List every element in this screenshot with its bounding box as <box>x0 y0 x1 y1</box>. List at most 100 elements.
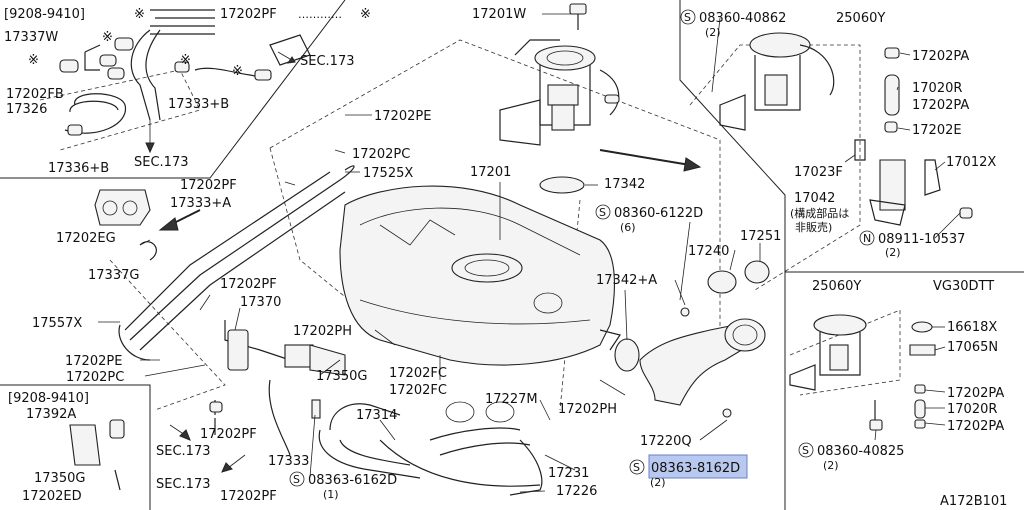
part-17202FC: 17202FC <box>389 366 447 381</box>
part-17201: 17201 <box>470 165 511 180</box>
part-25060Y: 25060Y <box>812 279 861 294</box>
part-17201W: 17201W <box>472 7 526 22</box>
asterisk-mark: ※ <box>360 7 371 22</box>
part-17202PF: 17202PF <box>200 427 257 442</box>
dots-leader: ………… <box>298 8 342 21</box>
leader-lines <box>98 13 961 493</box>
part-17350G: 17350G <box>34 471 85 486</box>
variant-label: VG30DTT <box>933 279 994 294</box>
asterisk-mark: ※ <box>102 30 113 45</box>
part-17333A: 17333+A <box>170 196 231 211</box>
asterisk-mark: ※ <box>180 53 191 68</box>
nut-08911-10537: 08911-10537 <box>878 232 965 247</box>
asterisk-mark: ※ <box>232 64 243 79</box>
asterisk-mark: ※ <box>28 53 39 68</box>
part-17202PA: 17202PA <box>912 98 969 113</box>
highlight-box <box>648 454 748 479</box>
bolt-prefix: S <box>293 473 300 486</box>
sec173-ref: SEC.173 <box>156 444 211 459</box>
bolt-08363-8162D-highlighted[interactable]: 08363-8162D <box>651 461 740 476</box>
bolt-symbol <box>289 471 305 487</box>
part-17333: 17333 <box>268 454 309 469</box>
part-17202PE: 17202PE <box>65 354 122 369</box>
qty-label: (2) <box>823 459 839 472</box>
note-not-sold-separately: (構成部品は <box>790 206 849 220</box>
part-17202PA: 17202PA <box>947 386 1004 401</box>
qty-label: (1) <box>323 488 339 501</box>
part-17333B: 17333+B <box>168 97 229 112</box>
part-17202PA: 17202PA <box>947 419 1004 434</box>
part-17251: 17251 <box>740 229 781 244</box>
asterisk-mark: ※ <box>134 7 145 22</box>
part-17231: 17231 <box>548 466 589 481</box>
range-label-bottom: [9208-9410] <box>8 391 89 406</box>
part-17336B: 17336+B <box>48 161 109 176</box>
qty-label: (2) <box>885 246 901 259</box>
part-17202PE: 17202PE <box>374 109 431 124</box>
part-17020R: 17020R <box>947 402 997 417</box>
part-17350G: 17350G <box>316 369 367 384</box>
bolt-prefix: S <box>684 11 691 24</box>
bolt-prefix: S <box>802 444 809 457</box>
fuel-pump-assembly <box>499 3 620 194</box>
sec173-ref: SEC.173 <box>300 54 355 69</box>
part-17042: 17042 <box>794 191 835 206</box>
bolt-symbol <box>680 9 696 25</box>
hoses-and-lines <box>69 171 543 496</box>
part-25060Y: 25060Y <box>836 11 885 26</box>
part-17202PF: 17202PF <box>220 7 277 22</box>
part-17202EG: 17202EG <box>56 231 116 246</box>
filler-neck <box>614 260 770 418</box>
part-17202PH: 17202PH <box>558 402 617 417</box>
bolt-symbol <box>595 204 611 220</box>
part-17202FB: 17202FB <box>6 87 64 102</box>
part-17392A: 17392A <box>26 407 76 422</box>
part-17202PH: 17202PH <box>293 324 352 339</box>
note-not-sold-separately: 非販売) <box>795 221 832 234</box>
qty-label: (6) <box>620 221 636 234</box>
range-label-top: [9208-9410] <box>4 7 85 22</box>
part-17202E: 17202E <box>912 123 962 138</box>
bolt-symbol <box>798 442 814 458</box>
part-17370: 17370 <box>240 295 281 310</box>
pump-assembly-detail <box>719 32 973 226</box>
part-17227M: 17227M <box>485 392 538 407</box>
direction-arrows <box>158 149 702 473</box>
vg30dtt-assembly <box>789 314 936 431</box>
part-17525X: 17525X <box>363 166 413 181</box>
part-17202PF: 17202PF <box>180 178 237 193</box>
part-17342A: 17342+A <box>596 273 657 288</box>
bolt-08363-6162D: 08363-6162D <box>308 473 397 488</box>
nut-prefix: N <box>863 232 871 245</box>
part-17220Q: 17220Q <box>640 434 692 449</box>
part-labels: [9208-9410] ※ 17202PF ………… ※ 17337W ※ ※ … <box>4 7 1007 509</box>
part-17023F: 17023F <box>794 165 843 180</box>
part-17342: 17342 <box>604 177 645 192</box>
part-17314: 17314 <box>356 408 397 423</box>
part-17020R: 17020R <box>912 81 962 96</box>
qty-label: (2) <box>650 476 666 489</box>
part-17202ED: 17202ED <box>22 489 82 504</box>
bolt-prefix: S <box>633 461 640 474</box>
sec173-ref: SEC.173 <box>134 155 189 170</box>
part-17326: 17326 <box>6 102 47 117</box>
part-16618X: 16618X <box>947 320 997 335</box>
part-17202PA: 17202PA <box>912 49 969 64</box>
part-17202FC: 17202FC <box>389 383 447 398</box>
bolt-08360-40862: 08360-40862 <box>699 11 786 26</box>
part-17226: 17226 <box>556 484 597 499</box>
diagram-id: A172B101 <box>940 494 1007 509</box>
bolt-symbol <box>629 459 645 475</box>
top-left-parts <box>59 9 311 154</box>
fuel-tank <box>339 165 621 366</box>
part-17557X: 17557X <box>32 316 82 331</box>
part-17065N: 17065N <box>947 340 998 355</box>
part-17337W: 17337W <box>4 30 58 45</box>
bolt-08360-6122D: 08360-6122D <box>614 206 703 221</box>
bolt-prefix: S <box>599 206 606 219</box>
part-17202PC: 17202PC <box>66 370 124 385</box>
bolt-08360-40825: 08360-40825 <box>817 444 904 459</box>
